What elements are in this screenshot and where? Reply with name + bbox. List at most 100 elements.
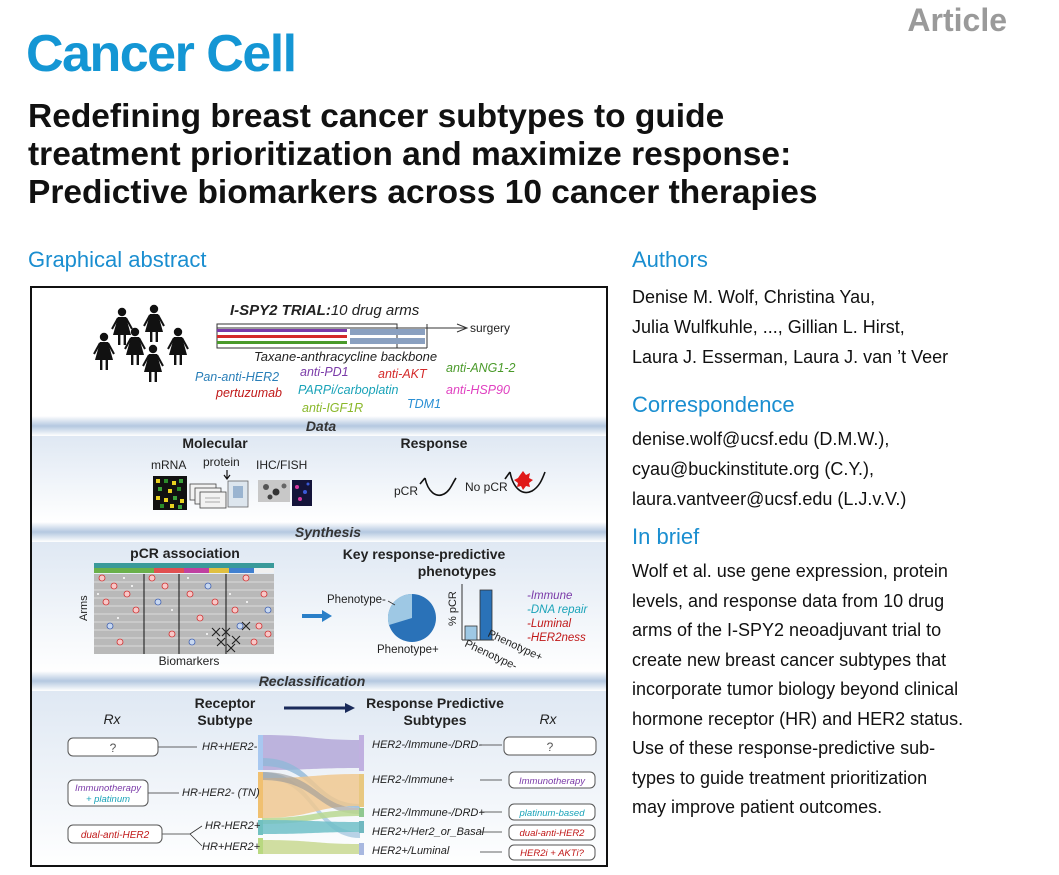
reclassification-band-label: Reclassification xyxy=(259,673,366,689)
key-phenotypes-heading-2: phenotypes xyxy=(418,563,497,579)
rx-box-label: dual-anti-HER2 xyxy=(520,828,586,839)
trial-title: I-SPY2 TRIAL:10 drug arms xyxy=(230,302,420,319)
receptor-subtype: HR-HER2+ xyxy=(205,820,261,832)
trial-arms-diagram xyxy=(216,323,469,349)
receptor-subtype-heading-2: Subtype xyxy=(197,712,252,728)
rps-subtype: HER2+/Her2_or_Basal xyxy=(372,826,485,838)
rx-box-label: dual-anti-HER2 xyxy=(81,830,150,841)
breast-no-pcr-icon xyxy=(509,471,546,494)
rx-box-label: Immunotherapy xyxy=(75,783,142,794)
in-brief-line: hormone receptor (HR) and HER2 status. xyxy=(632,708,964,729)
correspondence-heading: Correspondence xyxy=(632,392,795,417)
synthesis-band xyxy=(32,522,606,542)
data-section xyxy=(32,436,606,522)
rx-box-label-2: + platinum xyxy=(86,794,130,805)
article-title: Redefining breast cancer subtypes to gui… xyxy=(28,98,1028,213)
phenotype-item: -Luminal xyxy=(527,618,572,630)
receptor-subtype: HR+HER2+ xyxy=(202,841,261,853)
title-line: treatment prioritization and maximize re… xyxy=(28,136,792,174)
authors-heading: Authors xyxy=(632,247,708,272)
email-link[interactable]: cyau@buckinstitute.org (C.Y.), xyxy=(632,459,875,479)
drug-labels: Pan-anti-HER2 anti-PD1 anti-AKT anti-ANG… xyxy=(195,361,516,415)
rx-box-label: ? xyxy=(110,741,117,755)
in-brief-line: types to guide treatment prioritization xyxy=(632,767,928,788)
association-heatmap xyxy=(94,563,274,654)
authors-line[interactable]: Denise M. Wolf, Christina Yau, xyxy=(632,287,876,307)
in-brief-line: Wolf et al. use gene expression, protein xyxy=(632,561,948,581)
in-brief-heading: In brief xyxy=(632,524,700,549)
rx-box-label: HER2i + AKTi? xyxy=(520,848,584,859)
in-brief-line: arms of the I-SPY2 neoadjuvant trial to xyxy=(632,620,942,640)
phenotype-item: -Immune xyxy=(527,590,572,602)
rx-right-heading: Rx xyxy=(539,711,557,727)
rx-box-label: Immunotherapy xyxy=(519,776,586,787)
rx-left-heading: Rx xyxy=(103,711,121,727)
authors-line[interactable]: Julia Wulfkuhle, ..., Gillian L. Hirst, xyxy=(632,317,905,337)
ihc-fish-icon xyxy=(258,480,312,506)
authors-line[interactable]: Laura J. Esserman, Laura J. van ’t Veer xyxy=(632,347,949,367)
phenotype-item: -DNA repair xyxy=(527,604,588,616)
drug-label: anti-AKT xyxy=(378,367,428,381)
in-brief-line: Use of these response-predictive sub- xyxy=(632,738,936,758)
arms-axis-label: Arms xyxy=(78,595,90,621)
key-phenotypes-heading: Key response-predictive xyxy=(343,546,506,562)
protein-label: protein xyxy=(203,455,240,469)
biomarkers-axis-label: Biomarkers xyxy=(159,654,220,668)
graphical-abstract: I-SPY2 TRIAL:10 drug arms surgery Taxane… xyxy=(30,286,608,867)
breast-pcr-icon xyxy=(424,477,457,496)
no-pcr-label: No pCR xyxy=(465,480,508,494)
drug-label: anti-ANG1-2 xyxy=(446,361,516,375)
pcr-association-heading: pCR association xyxy=(130,545,240,561)
in-brief-line: levels, and response data from 10 drug xyxy=(632,590,945,611)
rps-subtype: HER2-/Immune-/DRD+ xyxy=(372,807,485,819)
key-phenotype-list: -Immune -DNA repair -Luminal -HER2ness xyxy=(527,590,588,644)
drug-label: anti-IGF1R xyxy=(302,401,363,415)
molecular-heading: Molecular xyxy=(182,435,248,451)
backbone-label: Taxane-anthracycline backbone xyxy=(254,349,437,364)
drug-label: anti-HSP90 xyxy=(446,383,510,397)
rps-subtype: HER2+/Luminal xyxy=(372,845,450,857)
ihc-fish-label: IHC/FISH xyxy=(256,458,307,472)
drug-label: pertuzumab xyxy=(215,386,282,400)
article-type-label: Article xyxy=(907,2,1007,38)
journal-logo[interactable]: Cancer Cell xyxy=(26,25,297,83)
phenotype-item: -HER2ness xyxy=(527,632,586,644)
synthesis-band-label: Synthesis xyxy=(295,524,361,540)
receptor-subtype: HR-HER2- (TN) xyxy=(182,787,260,799)
drug-label: PARPi/carboplatin xyxy=(298,383,399,397)
in-brief-line: incorporate tumor biology beyond clinica… xyxy=(632,679,959,699)
rps-subtype: HER2-/Immune+ xyxy=(372,774,455,786)
drug-label: anti-PD1 xyxy=(300,365,349,379)
drug-label: Pan-anti-HER2 xyxy=(195,370,279,384)
right-rx-boxes: ? Immunotherapy platinum-based dual-anti… xyxy=(503,736,597,861)
reclassification-band xyxy=(32,671,606,691)
rx-box-label: platinum-based xyxy=(519,808,586,819)
response-heading: Response xyxy=(401,435,468,451)
rps-heading: Response Predictive xyxy=(366,695,504,711)
in-brief-line: may improve patient outcomes. xyxy=(632,797,883,817)
title-line: Redefining breast cancer subtypes to gui… xyxy=(28,98,725,135)
email-link[interactable]: laura.vantveer@ucsf.edu (L.J.v.V.) xyxy=(632,489,907,509)
surgery-label: surgery xyxy=(470,321,510,335)
graphical-abstract-heading: Graphical abstract xyxy=(28,247,207,272)
pct-pcr-axis-label: % pCR xyxy=(447,591,459,626)
sankey-flows xyxy=(258,735,364,855)
rx-box-label: ? xyxy=(547,740,554,754)
phenotype-pie-chart xyxy=(387,594,436,642)
pcr-label: pCR xyxy=(394,484,418,498)
receptor-subtype: HR+HER2- xyxy=(202,741,258,753)
protein-array-icon xyxy=(189,470,249,509)
in-brief-line: create new breast cancer subtypes that xyxy=(632,649,947,670)
left-rx-boxes: ? Immunotherapy + platinum dual-anti-HER… xyxy=(67,737,163,844)
rps-subtype: HER2-/Immune-/DRD- xyxy=(372,739,482,751)
email-link[interactable]: denise.wolf@ucsf.edu (D.M.W.), xyxy=(632,429,890,449)
pcr-bar-chart xyxy=(461,584,494,641)
mrna-heatmap-icon xyxy=(153,476,187,510)
rps-heading-2: Subtypes xyxy=(403,712,466,728)
tumor-icon xyxy=(514,471,533,490)
receptor-subtype-heading: Receptor xyxy=(195,695,256,711)
correspondence-list: denise.wolf@ucsf.edu (D.M.W.), cyau@buck… xyxy=(632,424,906,514)
data-band xyxy=(32,416,606,436)
women-icon xyxy=(93,303,189,383)
in-brief-text: Wolf et al. use gene expression, protein… xyxy=(632,557,963,823)
